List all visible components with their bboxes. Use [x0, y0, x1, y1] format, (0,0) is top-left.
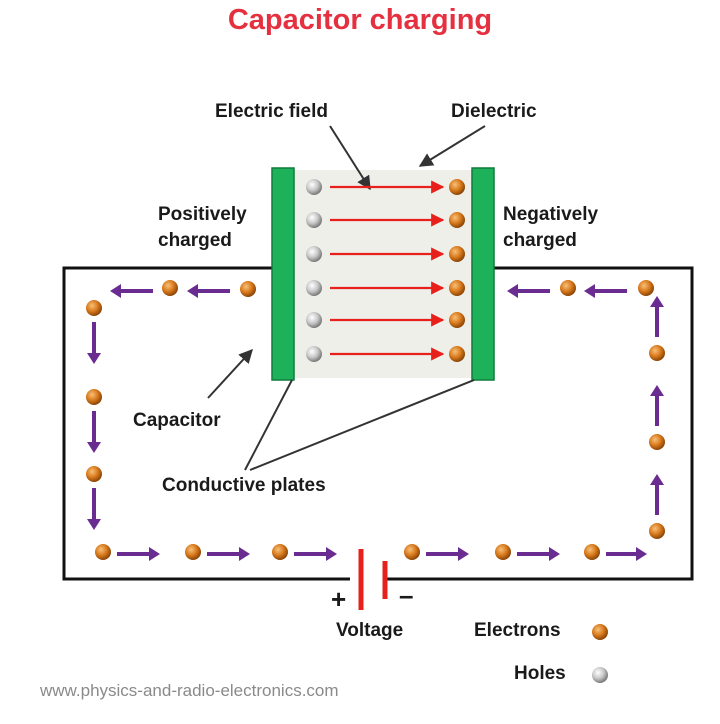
flow-arrow — [650, 385, 664, 426]
pointer-lines — [207, 125, 486, 471]
capacitor-label: Capacitor — [133, 410, 221, 431]
plate-pointer-right — [249, 379, 475, 471]
electron — [449, 212, 465, 228]
electron — [449, 246, 465, 262]
hole — [306, 346, 322, 362]
circuit-wire — [62, 266, 694, 581]
battery — [350, 549, 388, 610]
plus-sign: + — [331, 584, 347, 614]
electron — [95, 544, 111, 560]
dielectric-pointer — [418, 125, 486, 167]
hole — [306, 280, 322, 296]
flow-arrow — [650, 474, 664, 515]
electric-field-pointer — [329, 125, 371, 191]
negatively-charged-label-line2: charged — [503, 230, 577, 251]
flow-arrow — [87, 411, 101, 453]
negatively-charged-label-line1: Negatively — [503, 204, 599, 225]
dielectric — [292, 170, 472, 378]
electron — [638, 280, 654, 296]
flow-arrow — [207, 547, 250, 561]
flow-arrow — [117, 547, 160, 561]
minus-sign: – — [399, 580, 414, 610]
flow-arrow — [650, 296, 664, 337]
diagram-title: Capacitor charging — [227, 4, 493, 36]
electron — [649, 345, 665, 361]
electron — [272, 544, 288, 560]
watermark: www.physics-and-radio-electronics.com — [40, 681, 339, 700]
flow-arrow — [426, 547, 469, 561]
capacitor-pointer — [207, 348, 253, 399]
electron — [495, 544, 511, 560]
hole — [306, 179, 322, 195]
electron — [649, 523, 665, 539]
electron — [449, 280, 465, 296]
flow-arrow — [517, 547, 560, 561]
flow-arrow — [187, 284, 230, 298]
electron — [449, 312, 465, 328]
legend-markers — [592, 624, 608, 683]
conductive-plates-label: Conductive plates — [162, 475, 326, 496]
electron — [449, 179, 465, 195]
flow-arrow — [87, 488, 101, 530]
flow-arrow — [87, 322, 101, 364]
legend-hole-marker — [592, 667, 608, 683]
positively-charged-label-line2: charged — [158, 230, 232, 251]
plate-pointer-left — [244, 379, 293, 471]
electron — [584, 544, 600, 560]
flow-arrow — [606, 547, 647, 561]
legend-holes-label: Holes — [514, 663, 566, 684]
flow-arrow — [507, 284, 550, 298]
electron — [404, 544, 420, 560]
positively-charged-label-line1: Positively — [158, 204, 247, 225]
electron — [86, 300, 102, 316]
flow-arrow — [584, 284, 627, 298]
charges — [86, 179, 665, 560]
electron — [649, 434, 665, 450]
flow-arrow — [294, 547, 337, 561]
voltage-label: Voltage — [336, 620, 404, 641]
electron — [162, 280, 178, 296]
hole — [306, 312, 322, 328]
legend-electron-marker — [592, 624, 608, 640]
electron — [240, 281, 256, 297]
electric-field-label: Electric field — [215, 101, 328, 122]
electron — [86, 389, 102, 405]
electron — [449, 346, 465, 362]
electron — [86, 466, 102, 482]
electron — [185, 544, 201, 560]
electron — [560, 280, 576, 296]
flow-arrows — [87, 284, 664, 561]
legend-electrons-label: Electrons — [474, 620, 561, 641]
dielectric-label: Dielectric — [451, 101, 537, 122]
positive-plate — [271, 167, 295, 381]
field-arrows — [330, 180, 445, 361]
negative-plate — [471, 167, 495, 381]
hole — [306, 212, 322, 228]
hole — [306, 246, 322, 262]
flow-arrow — [110, 284, 153, 298]
